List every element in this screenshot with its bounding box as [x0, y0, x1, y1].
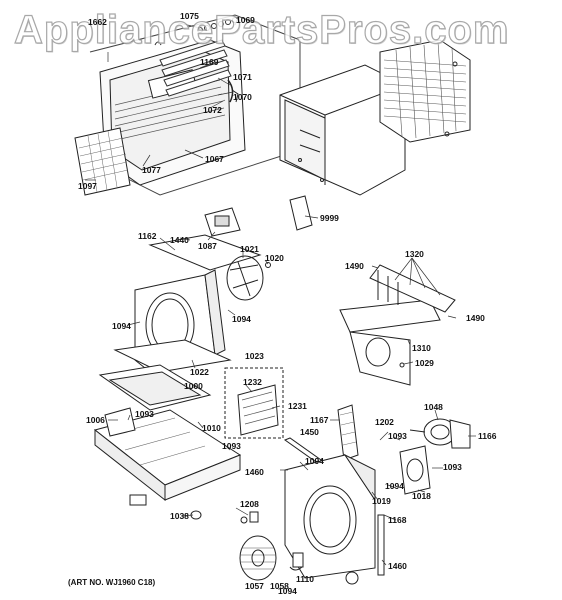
callout-1094-c: 1094 [278, 586, 297, 596]
callout-1460-b: 1460 [388, 561, 407, 571]
callout-1162: 1162 [138, 231, 157, 241]
callout-1490-b: 1490 [466, 313, 485, 323]
callout-1022: 1022 [190, 367, 209, 377]
watermark-text: AppliancePartsPros.com [13, 7, 510, 52]
leader-lines [85, 20, 476, 565]
callout-1018: 1018 [412, 491, 431, 501]
callout-1069: 1069 [236, 15, 255, 25]
callout-1071: 1071 [233, 72, 252, 82]
fan-motor [410, 419, 470, 448]
callout-1094-e: 1094 [385, 481, 404, 491]
callout-1020: 1020 [265, 253, 284, 263]
blower-housing [115, 208, 271, 372]
callout-1077: 1077 [142, 165, 161, 175]
callout-1019: 1019 [372, 496, 391, 506]
outer-case [280, 65, 405, 195]
control-group [225, 368, 283, 438]
callout-1110: 1110 [296, 574, 314, 584]
callout-1006: 1006 [86, 415, 105, 425]
callout-1010: 1010 [202, 423, 221, 433]
callout-1038: 1038 [170, 511, 189, 521]
callout-1097: 1097 [78, 181, 97, 191]
callout-1070: 1070 [233, 92, 252, 102]
callout-1093-a: 1093 [135, 409, 154, 419]
callout-1000: 1000 [184, 381, 203, 391]
label-sheet [290, 196, 312, 230]
callout-1094-b: 1094 [232, 314, 251, 324]
callout-1169: 1169 [200, 57, 219, 67]
callout-1167: 1167 [310, 415, 329, 425]
callout-1075: 1075 [180, 11, 199, 21]
callout-1023: 1023 [245, 351, 264, 361]
callout-1021: 1021 [240, 244, 259, 254]
callout-1048: 1048 [424, 402, 443, 412]
blower-wheel [240, 512, 358, 584]
base-pan [95, 365, 240, 519]
callout-1057: 1057 [245, 581, 264, 591]
callout-1093-b: 1093 [222, 441, 241, 451]
callout-1087: 1087 [198, 241, 217, 251]
rear-grille [380, 40, 470, 142]
callout-9999: 9999 [320, 213, 339, 223]
callout-1490-a: 1490 [345, 261, 364, 271]
callout-1093-c: 1093 [388, 431, 407, 441]
art-number: (ART NO. WJ1960 C18) [68, 578, 156, 587]
callout-1662: 1662 [88, 17, 107, 27]
callout-1072: 1072 [203, 105, 222, 115]
callout-1094-d: 1094 [305, 456, 324, 466]
partition-bracket [340, 265, 455, 385]
callout-1029: 1029 [415, 358, 434, 368]
callout-1232: 1232 [243, 377, 262, 387]
front-grille-group [75, 15, 300, 195]
callout-1093-d: 1093 [443, 462, 462, 472]
condenser-shroud [285, 405, 430, 578]
callout-1058: 1058 [270, 581, 289, 591]
callout-1168: 1168 [388, 515, 407, 525]
callout-1231: 1231 [288, 401, 307, 411]
callout-1094-a: 1094 [112, 321, 131, 331]
callout-1460-a: 1460 [245, 467, 264, 477]
callout-1166: 1166 [478, 431, 497, 441]
callout-1067: 1067 [205, 154, 224, 164]
callout-1208: 1208 [240, 499, 259, 509]
callout-1310: 1310 [412, 343, 431, 353]
callout-1440: 1440 [170, 235, 189, 245]
callout-1320: 1320 [405, 249, 424, 259]
callout-1202: 1202 [375, 417, 394, 427]
callout-1450: 1450 [300, 427, 319, 437]
